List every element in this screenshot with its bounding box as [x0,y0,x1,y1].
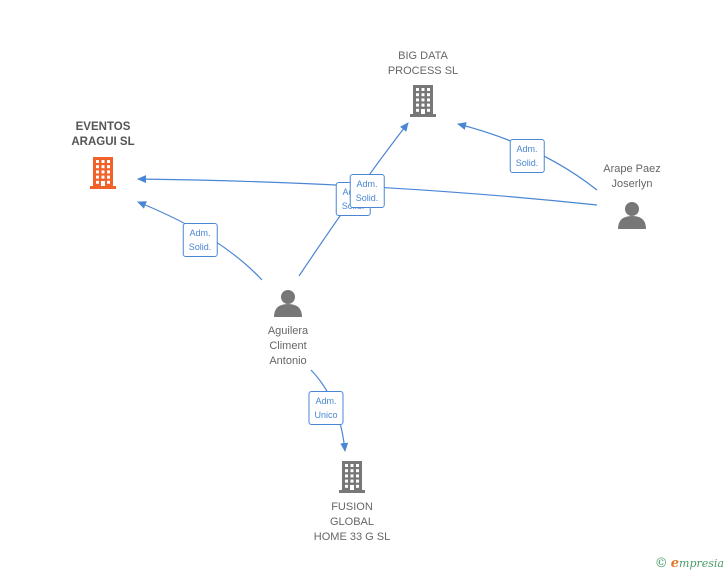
building-icon[interactable] [339,461,365,493]
building-icon[interactable] [410,85,436,117]
node-label-bigdata[interactable]: BIG DATA PROCESS SL [387,50,459,77]
copyright-icon: © [654,556,668,571]
node-label-fusion[interactable]: FUSION GLOBAL HOME 33 G SL [313,501,391,543]
brand-logo-text: mpresia [679,557,724,570]
footer-brand: ©empresia [655,556,724,571]
node-label-aguilera[interactable]: Aguilera Climent Antonio [267,325,309,367]
node-label-arape[interactable]: Arape Paez Joserlyn [603,163,661,190]
person-icon[interactable] [618,202,646,229]
edge-label-aguilera-fusion[interactable]: Adm. Unico [308,391,344,425]
edge-label-arape-eventos[interactable]: Adm. Solid. [349,174,385,208]
brand-logo-e: e [670,556,680,571]
edge-label-arape-bigdata[interactable]: Adm. Solid. [509,139,545,173]
edge-label-aguilera-eventos[interactable]: Adm. Solid. [182,223,218,257]
person-icon[interactable] [274,290,302,317]
node-label-eventos[interactable]: EVENTOS ARAGUI SL [71,121,135,148]
building-icon[interactable] [90,157,116,189]
